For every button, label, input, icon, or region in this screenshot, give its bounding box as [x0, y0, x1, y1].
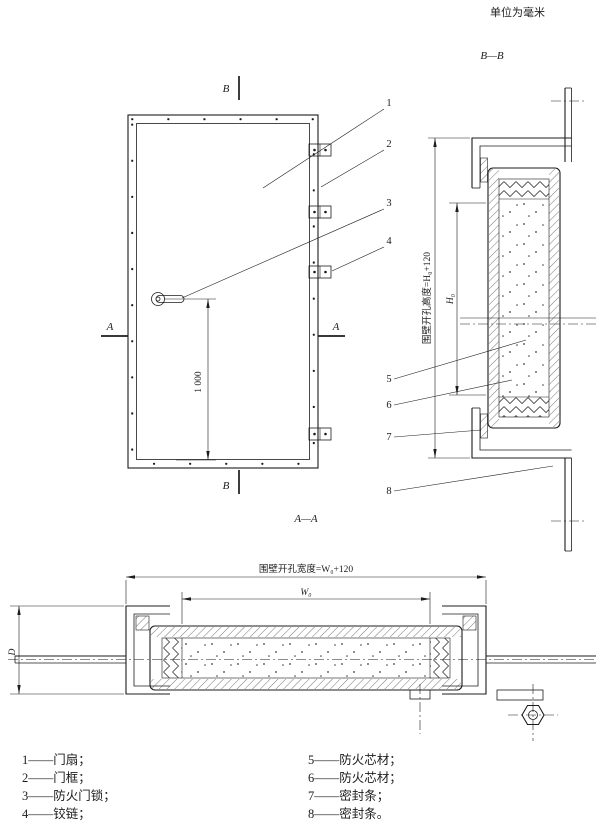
leaf-face-hatch-left — [489, 169, 499, 427]
frame-jamb-right — [442, 605, 487, 695]
screw-dots — [131, 118, 315, 465]
leaf-face-hatch-bottom — [151, 679, 461, 689]
legend-item-2: 2——门框； — [22, 770, 91, 785]
dim-depth: D — [8, 605, 124, 695]
leader-5 — [393, 339, 527, 380]
callout-4: 4 — [386, 236, 392, 247]
section-marker-a-right: A — [318, 321, 345, 337]
callouts-front: 1 2 3 4 — [181, 98, 392, 299]
callouts-section: 5 6 7 8 — [386, 339, 554, 497]
dim-h0: H₀ — [446, 202, 486, 396]
frame-head — [471, 137, 572, 189]
legend-item-1: 1——门扇； — [22, 752, 91, 767]
hinge-top — [308, 143, 332, 157]
legend-item-3: 3——防火门锁； — [22, 788, 116, 803]
callout-2: 2 — [386, 139, 391, 150]
leaf-edge-chevron-top — [499, 179, 549, 199]
seal-strip-right — [462, 615, 477, 631]
leaf-face-hatch-top — [151, 627, 461, 637]
seal-strip-top — [480, 157, 488, 183]
front-view-caption: A—A — [293, 513, 318, 525]
seal-strip-bottom — [480, 413, 488, 439]
dim-opening-height-label: 围壁开孔高度=H₀+120 — [421, 252, 433, 344]
legend-item-5: 5——防火芯材； — [308, 752, 402, 767]
legend-item-4: 4——铰链； — [22, 806, 91, 821]
callout-3: 3 — [386, 198, 391, 209]
leaf-edge-chevron-bottom — [499, 397, 549, 417]
section-marker-b-bottom: B — [223, 470, 240, 494]
section-bb: B—B — [386, 50, 596, 552]
hinge-upper — [308, 205, 332, 219]
legend: 1——门扇； 2——门框； 3——防火门锁； 4——铰链； 5——防火芯材； 6… — [22, 752, 402, 821]
section-marker-b-top: B — [223, 76, 240, 100]
leaf-face-hatch-right — [549, 169, 559, 427]
leader-4 — [331, 246, 385, 272]
dim-h0-label: H₀ — [446, 294, 456, 305]
section-aa: 围壁开孔宽度=W₀+120 W₀ D — [8, 563, 596, 741]
marker-a-left-label: A — [106, 321, 114, 333]
section-bb-caption: B—B — [480, 50, 504, 62]
marker-a-right-label: A — [332, 321, 340, 333]
bulkhead-plate — [551, 87, 586, 552]
callout-7: 7 — [386, 432, 391, 443]
frame-sill — [471, 407, 572, 459]
legend-item-8: 8——密封条。 — [308, 806, 389, 821]
marker-b-bottom-label: B — [223, 480, 230, 492]
hinge-middle — [308, 265, 332, 279]
dim-opening-width-label: 围壁开孔宽度=W₀+120 — [259, 563, 353, 575]
leader-1 — [262, 108, 385, 189]
dim-w0-label: W₀ — [300, 588, 311, 598]
legend-item-7: 7——密封条； — [308, 788, 389, 803]
dim-1000-label: 1 000 — [194, 371, 204, 393]
legend-item-6: 6——防火芯材； — [308, 770, 402, 785]
leader-2 — [320, 149, 385, 188]
callout-8: 8 — [386, 486, 391, 497]
hinge-bottom — [308, 427, 332, 441]
door-leaf-outline — [136, 123, 310, 460]
hinge-knuckle-detail — [496, 684, 558, 741]
latch-detail — [409, 684, 431, 734]
dim-depth-label: D — [8, 648, 18, 656]
section-marker-a-left: A — [101, 321, 128, 337]
fire-core-stipple — [499, 199, 549, 397]
leaf-section-horizontal — [149, 625, 463, 691]
callout-6: 6 — [386, 400, 391, 411]
leaf-edge-chevron-right — [430, 638, 450, 678]
dim-opening-width: 围壁开孔宽度=W₀+120 — [125, 563, 487, 604]
front-view: B B A A 1 000 A—A — [101, 76, 345, 525]
leaf-edge-chevron-left — [162, 638, 182, 678]
fire-core-stipple-horizontal — [182, 638, 430, 678]
leader-6 — [393, 379, 513, 406]
marker-b-top-label: B — [223, 83, 230, 95]
units-note: 单位为毫米 — [490, 5, 545, 19]
door-frame-outline — [127, 114, 319, 469]
callout-1: 1 — [386, 98, 391, 109]
leader-8 — [393, 465, 554, 492]
leader-7 — [393, 429, 482, 438]
callout-5: 5 — [386, 374, 391, 385]
bulkhead-plate-horizontal — [14, 655, 596, 664]
dim-handle-height: 1 000 — [164, 298, 216, 461]
seal-strip-left — [135, 615, 150, 631]
leaf-section-vertical — [487, 167, 561, 429]
leader-3 — [181, 208, 385, 299]
dim-opening-height: 围壁开孔高度=H₀+120 — [421, 137, 470, 459]
dim-w0: W₀ — [181, 588, 431, 624]
